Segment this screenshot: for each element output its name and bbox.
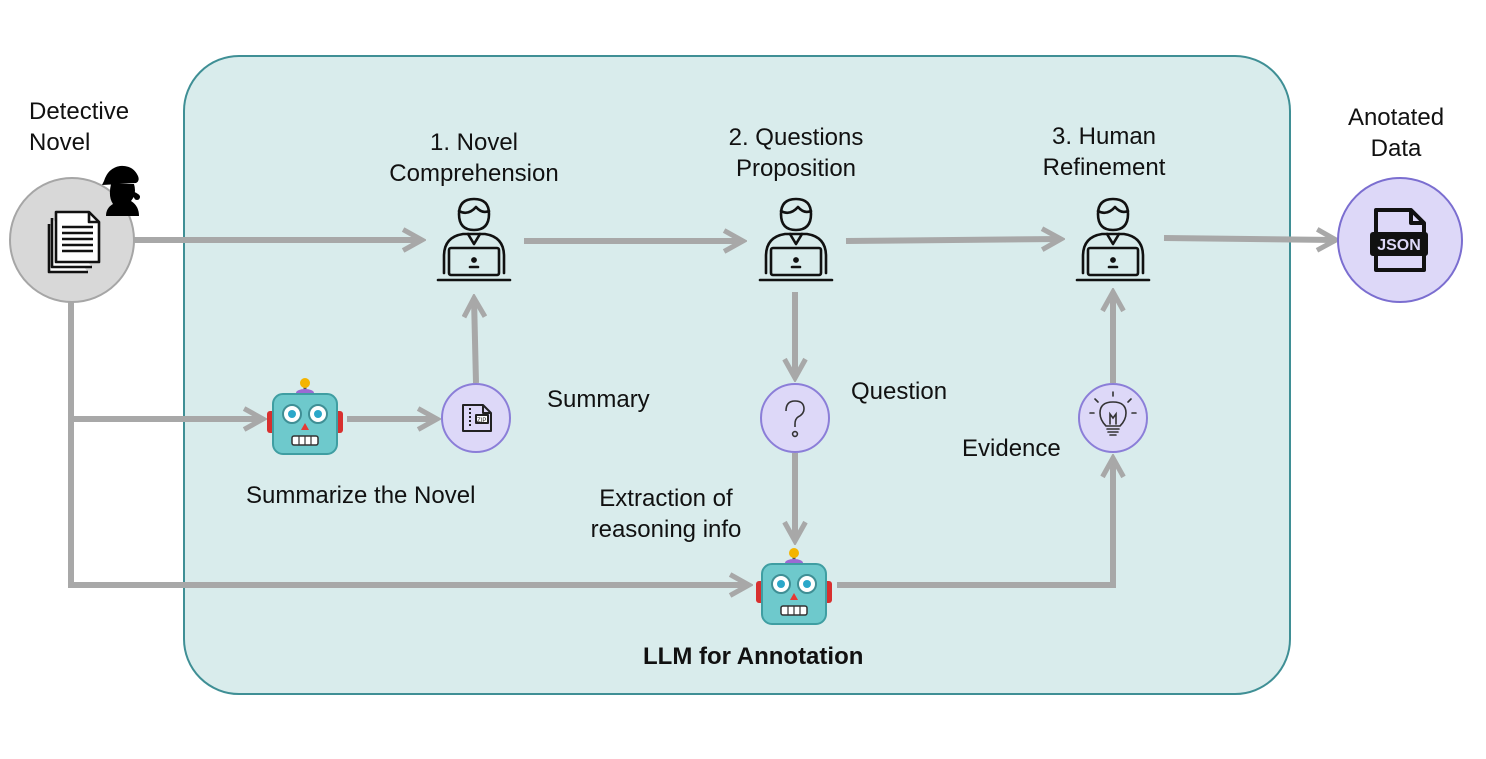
source-title-line2: Novel <box>29 129 91 156</box>
annotator-1-icon <box>436 197 512 282</box>
step-2-title: 2. Questions Proposition <box>696 122 896 184</box>
arrow-summary-to-comprehension <box>474 298 476 384</box>
step-1-line2: Comprehension <box>389 160 559 187</box>
arrow-llm-to-evidence <box>837 458 1113 588</box>
summarize-label: Summarize the Novel <box>246 482 476 509</box>
zip-file-icon: ZIP <box>462 404 492 432</box>
detective-silhouette-icon <box>102 165 140 216</box>
step-2-line1: 2. Questions <box>728 124 864 151</box>
output-title-line1: Anotated <box>1347 104 1445 131</box>
step-2-line2: Proposition <box>735 155 857 182</box>
source-title-line1: Detective <box>29 98 130 125</box>
arrow-source-down <box>68 302 749 585</box>
json-file-icon: JSON <box>1370 208 1428 272</box>
annotator-2-icon <box>758 197 834 282</box>
step-1-title: 1. Novel Comprehension <box>374 127 574 189</box>
llm-annotation-label: LLM for Annotation <box>643 643 864 670</box>
question-label: Question <box>851 378 948 405</box>
extraction-line1: Extraction of <box>599 485 733 512</box>
arrow-proposition-to-refinement <box>845 239 1061 241</box>
svg-text:ZIP: ZIP <box>477 418 486 424</box>
annotation-panel <box>183 55 1291 695</box>
arrow-refinement-to-output <box>1163 238 1336 240</box>
summary-label: Summary <box>547 386 650 413</box>
step-3-line1: 3. Human <box>1051 123 1157 150</box>
evidence-label: Evidence <box>962 435 1061 462</box>
step-1-line1: 1. Novel <box>429 129 519 156</box>
llm-robot-icon <box>756 548 832 625</box>
flow-arrows <box>68 238 1336 588</box>
question-node <box>760 383 830 453</box>
output-title: Anotated Data <box>1330 102 1462 164</box>
step-3-title: 3. Human Refinement <box>1004 121 1204 183</box>
step-3-line2: Refinement <box>1042 154 1166 181</box>
annotator-3-icon <box>1075 197 1151 282</box>
extraction-line2: reasoning info <box>590 516 742 543</box>
extraction-label: Extraction of reasoning info <box>566 483 766 545</box>
lightbulb-icon <box>1089 391 1137 436</box>
output-title-line2: Data <box>1370 135 1422 162</box>
document-stack-icon <box>47 210 101 274</box>
question-mark-icon <box>785 400 805 438</box>
json-badge-text: JSON <box>1377 237 1421 254</box>
source-title: Detective Novel <box>29 96 129 158</box>
summarizer-robot-icon <box>267 378 343 455</box>
